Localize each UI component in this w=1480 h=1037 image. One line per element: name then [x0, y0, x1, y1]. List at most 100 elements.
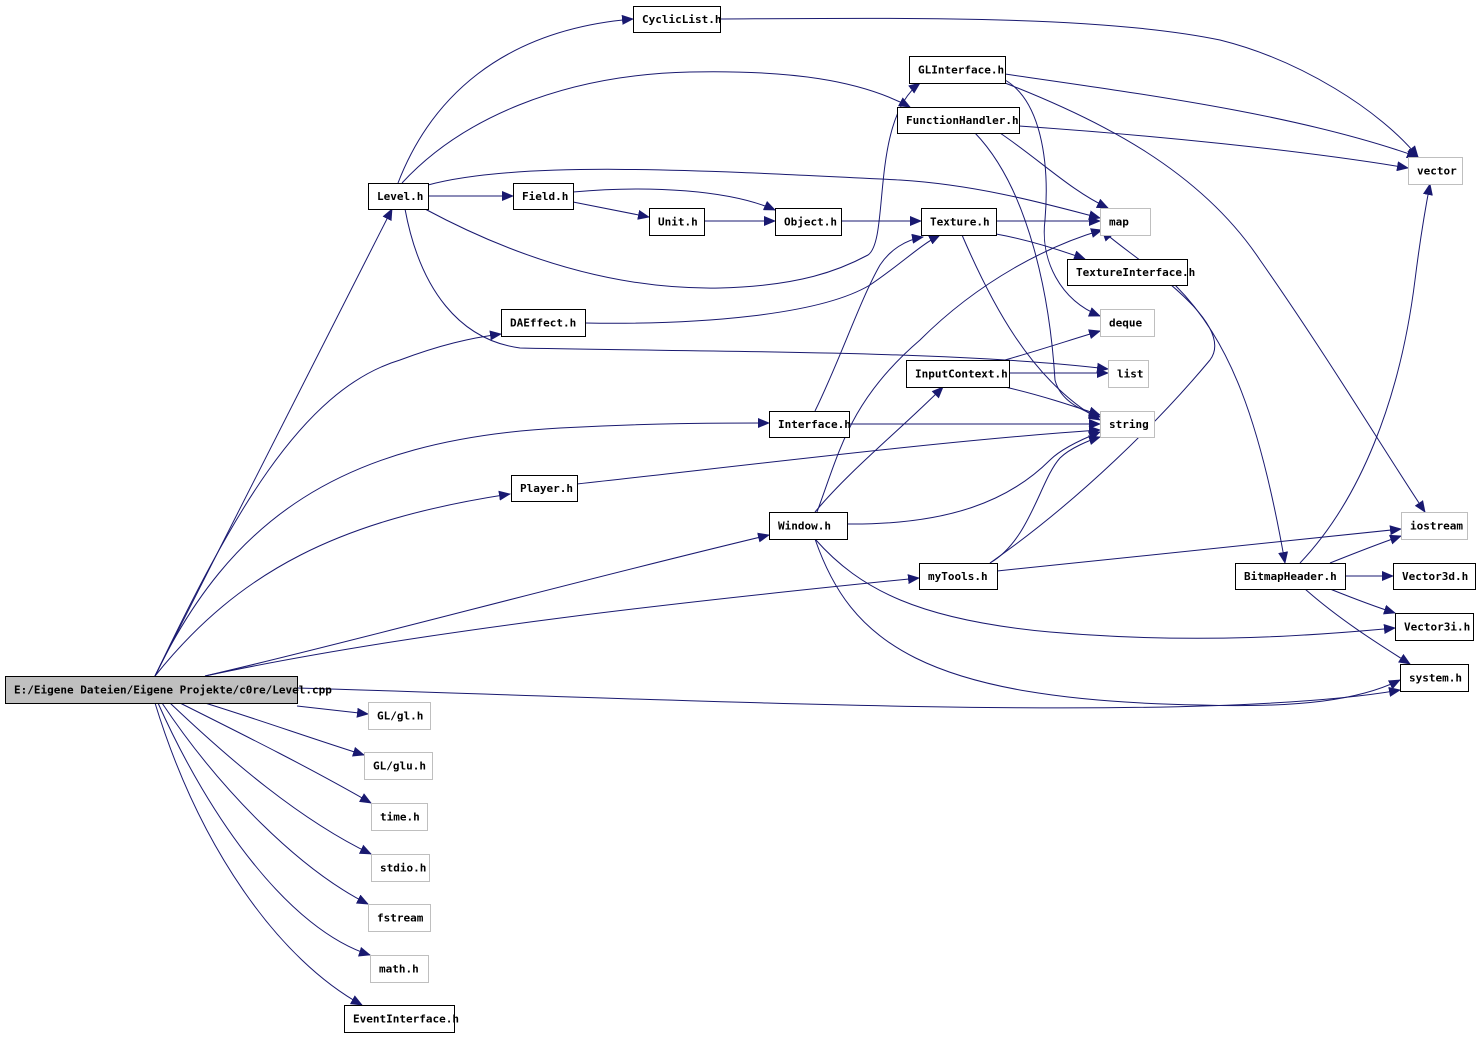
node-box-inputcontext	[906, 360, 1010, 388]
node-label-window: Window.h	[778, 520, 831, 533]
edge-level_cpp-to-fstream	[161, 702, 369, 905]
node-field[interactable]: Field.h	[513, 183, 574, 210]
edge-level_h-to-functionhandler	[401, 71, 911, 184]
node-window[interactable]: Window.h	[769, 512, 848, 540]
edge-level_cpp-to-eventinterface	[154, 702, 363, 1006]
node-interface[interactable]: Interface.h	[769, 411, 851, 438]
node-label-eventinterface: EventInterface.h	[353, 1013, 459, 1026]
edge-level_cpp-to-daeffect	[154, 330, 502, 677]
node-box-gl	[368, 702, 431, 730]
edge-level_cpp-to-mytools	[204, 574, 920, 677]
node-string: string	[1100, 411, 1155, 438]
edge-functionhandler-to-map	[999, 132, 1109, 209]
node-vector3i[interactable]: Vector3i.h	[1395, 613, 1474, 641]
node-label-interface: Interface.h	[778, 418, 851, 431]
node-stdio: stdio.h	[371, 854, 430, 882]
edge-bitmapheader-to-system	[1304, 588, 1411, 665]
node-label-level_cpp: E:/Eigene Dateien/Eigene Projekte/c0re/L…	[14, 684, 332, 697]
node-level_h[interactable]: Level.h	[368, 183, 429, 210]
node-texture[interactable]: Texture.h	[921, 208, 997, 236]
node-player[interactable]: Player.h	[511, 475, 578, 502]
node-level_cpp[interactable]: E:/Eigene Dateien/Eigene Projekte/c0re/L…	[5, 676, 333, 704]
node-label-list: list	[1117, 368, 1144, 381]
edge-player-to-string	[576, 425, 1101, 485]
node-vector: vector	[1408, 157, 1463, 185]
node-box-cycliclist	[633, 6, 721, 33]
node-label-bitmapheader: BitmapHeader.h	[1244, 570, 1337, 583]
node-box-mytools	[919, 563, 998, 590]
edge-level_h-to-list	[404, 208, 1109, 373]
node-box-window	[769, 512, 848, 540]
node-label-glu: GL/glu.h	[373, 760, 426, 773]
node-label-textureinterface: TextureInterface.h	[1076, 266, 1195, 279]
edge-functionhandler-to-string	[974, 132, 1101, 419]
edge-field-to-unit	[572, 201, 650, 220]
node-box-vector3i	[1395, 613, 1474, 641]
node-label-unit: Unit.h	[658, 216, 698, 229]
node-label-gl: GL/gl.h	[377, 710, 423, 723]
edge-glinterface-to-deque	[1004, 79, 1101, 317]
node-unit[interactable]: Unit.h	[649, 208, 705, 236]
edge-glinterface-to-vector	[1004, 73, 1419, 159]
node-label-player: Player.h	[520, 482, 573, 495]
edge-bitmapheader-to-iostream	[1329, 534, 1402, 564]
node-label-vector3i: Vector3i.h	[1404, 621, 1470, 634]
edge-functionhandler-to-vector	[1018, 125, 1409, 172]
node-eventinterface[interactable]: EventInterface.h	[344, 1005, 459, 1033]
edge-daeffect-to-texture	[584, 234, 941, 324]
node-box-fstream	[368, 904, 431, 932]
node-box-time	[371, 803, 428, 831]
node-box-level_h	[368, 183, 429, 210]
node-box-object	[775, 208, 842, 236]
edge-inputcontext-to-deque	[1004, 329, 1101, 361]
node-system[interactable]: system.h	[1400, 664, 1469, 692]
node-textureinterface[interactable]: TextureInterface.h	[1067, 259, 1196, 286]
node-label-mytools: myTools.h	[928, 570, 988, 583]
node-deque: deque	[1100, 309, 1155, 337]
node-box-textureinterface	[1067, 259, 1188, 286]
node-box-field	[513, 183, 574, 210]
edge-cycliclist-to-vector	[719, 17, 1419, 158]
node-list: list	[1108, 360, 1149, 388]
edge-texture-to-string	[961, 234, 1101, 421]
node-label-field: Field.h	[522, 190, 568, 203]
node-bitmapheader[interactable]: BitmapHeader.h	[1235, 563, 1346, 590]
node-box-string	[1100, 411, 1155, 438]
node-label-iostream: iostream	[1410, 520, 1463, 533]
node-cycliclist[interactable]: CyclicList.h	[633, 6, 722, 33]
node-box-stdio	[371, 854, 430, 882]
node-functionhandler[interactable]: FunctionHandler.h	[897, 107, 1020, 134]
node-glinterface[interactable]: GLInterface.h	[909, 56, 1006, 84]
node-label-object: Object.h	[784, 216, 837, 229]
node-label-stdio: stdio.h	[380, 862, 426, 875]
edge-texture-to-textureinterface	[995, 233, 1086, 260]
edges-layer	[154, 14, 1433, 1006]
node-box-vector3d	[1393, 563, 1476, 590]
node-inputcontext[interactable]: InputContext.h	[906, 360, 1010, 388]
node-label-system: system.h	[1409, 672, 1462, 685]
edge-textureinterface-to-bitmapheader	[1174, 284, 1289, 564]
edge-level_cpp-to-stdio	[169, 702, 372, 855]
node-label-vector3d: Vector3d.h	[1402, 570, 1468, 583]
node-box-functionhandler	[897, 107, 1020, 134]
edge-window-to-map	[816, 228, 1103, 513]
edge-mytools-to-string	[989, 435, 1101, 564]
node-mytools[interactable]: myTools.h	[919, 563, 998, 590]
edge-window-to-string	[846, 431, 1101, 525]
node-box-vector	[1408, 157, 1463, 185]
node-box-player	[511, 475, 578, 502]
node-object[interactable]: Object.h	[775, 208, 842, 236]
node-daeffect[interactable]: DAEffect.h	[501, 309, 586, 337]
node-box-math	[370, 955, 429, 983]
node-vector3d[interactable]: Vector3d.h	[1393, 563, 1476, 590]
edge-level_cpp-to-math	[157, 702, 371, 957]
node-time: time.h	[371, 803, 428, 831]
node-map: map	[1100, 208, 1151, 236]
edge-window-to-inputcontext	[814, 386, 944, 513]
edge-level_cpp-to-gl	[296, 705, 369, 718]
edge-level_h-to-map	[427, 168, 1101, 221]
node-gl: GL/gl.h	[368, 702, 431, 730]
node-box-system	[1400, 664, 1469, 692]
edge-level_cpp-to-level_h	[154, 208, 393, 677]
